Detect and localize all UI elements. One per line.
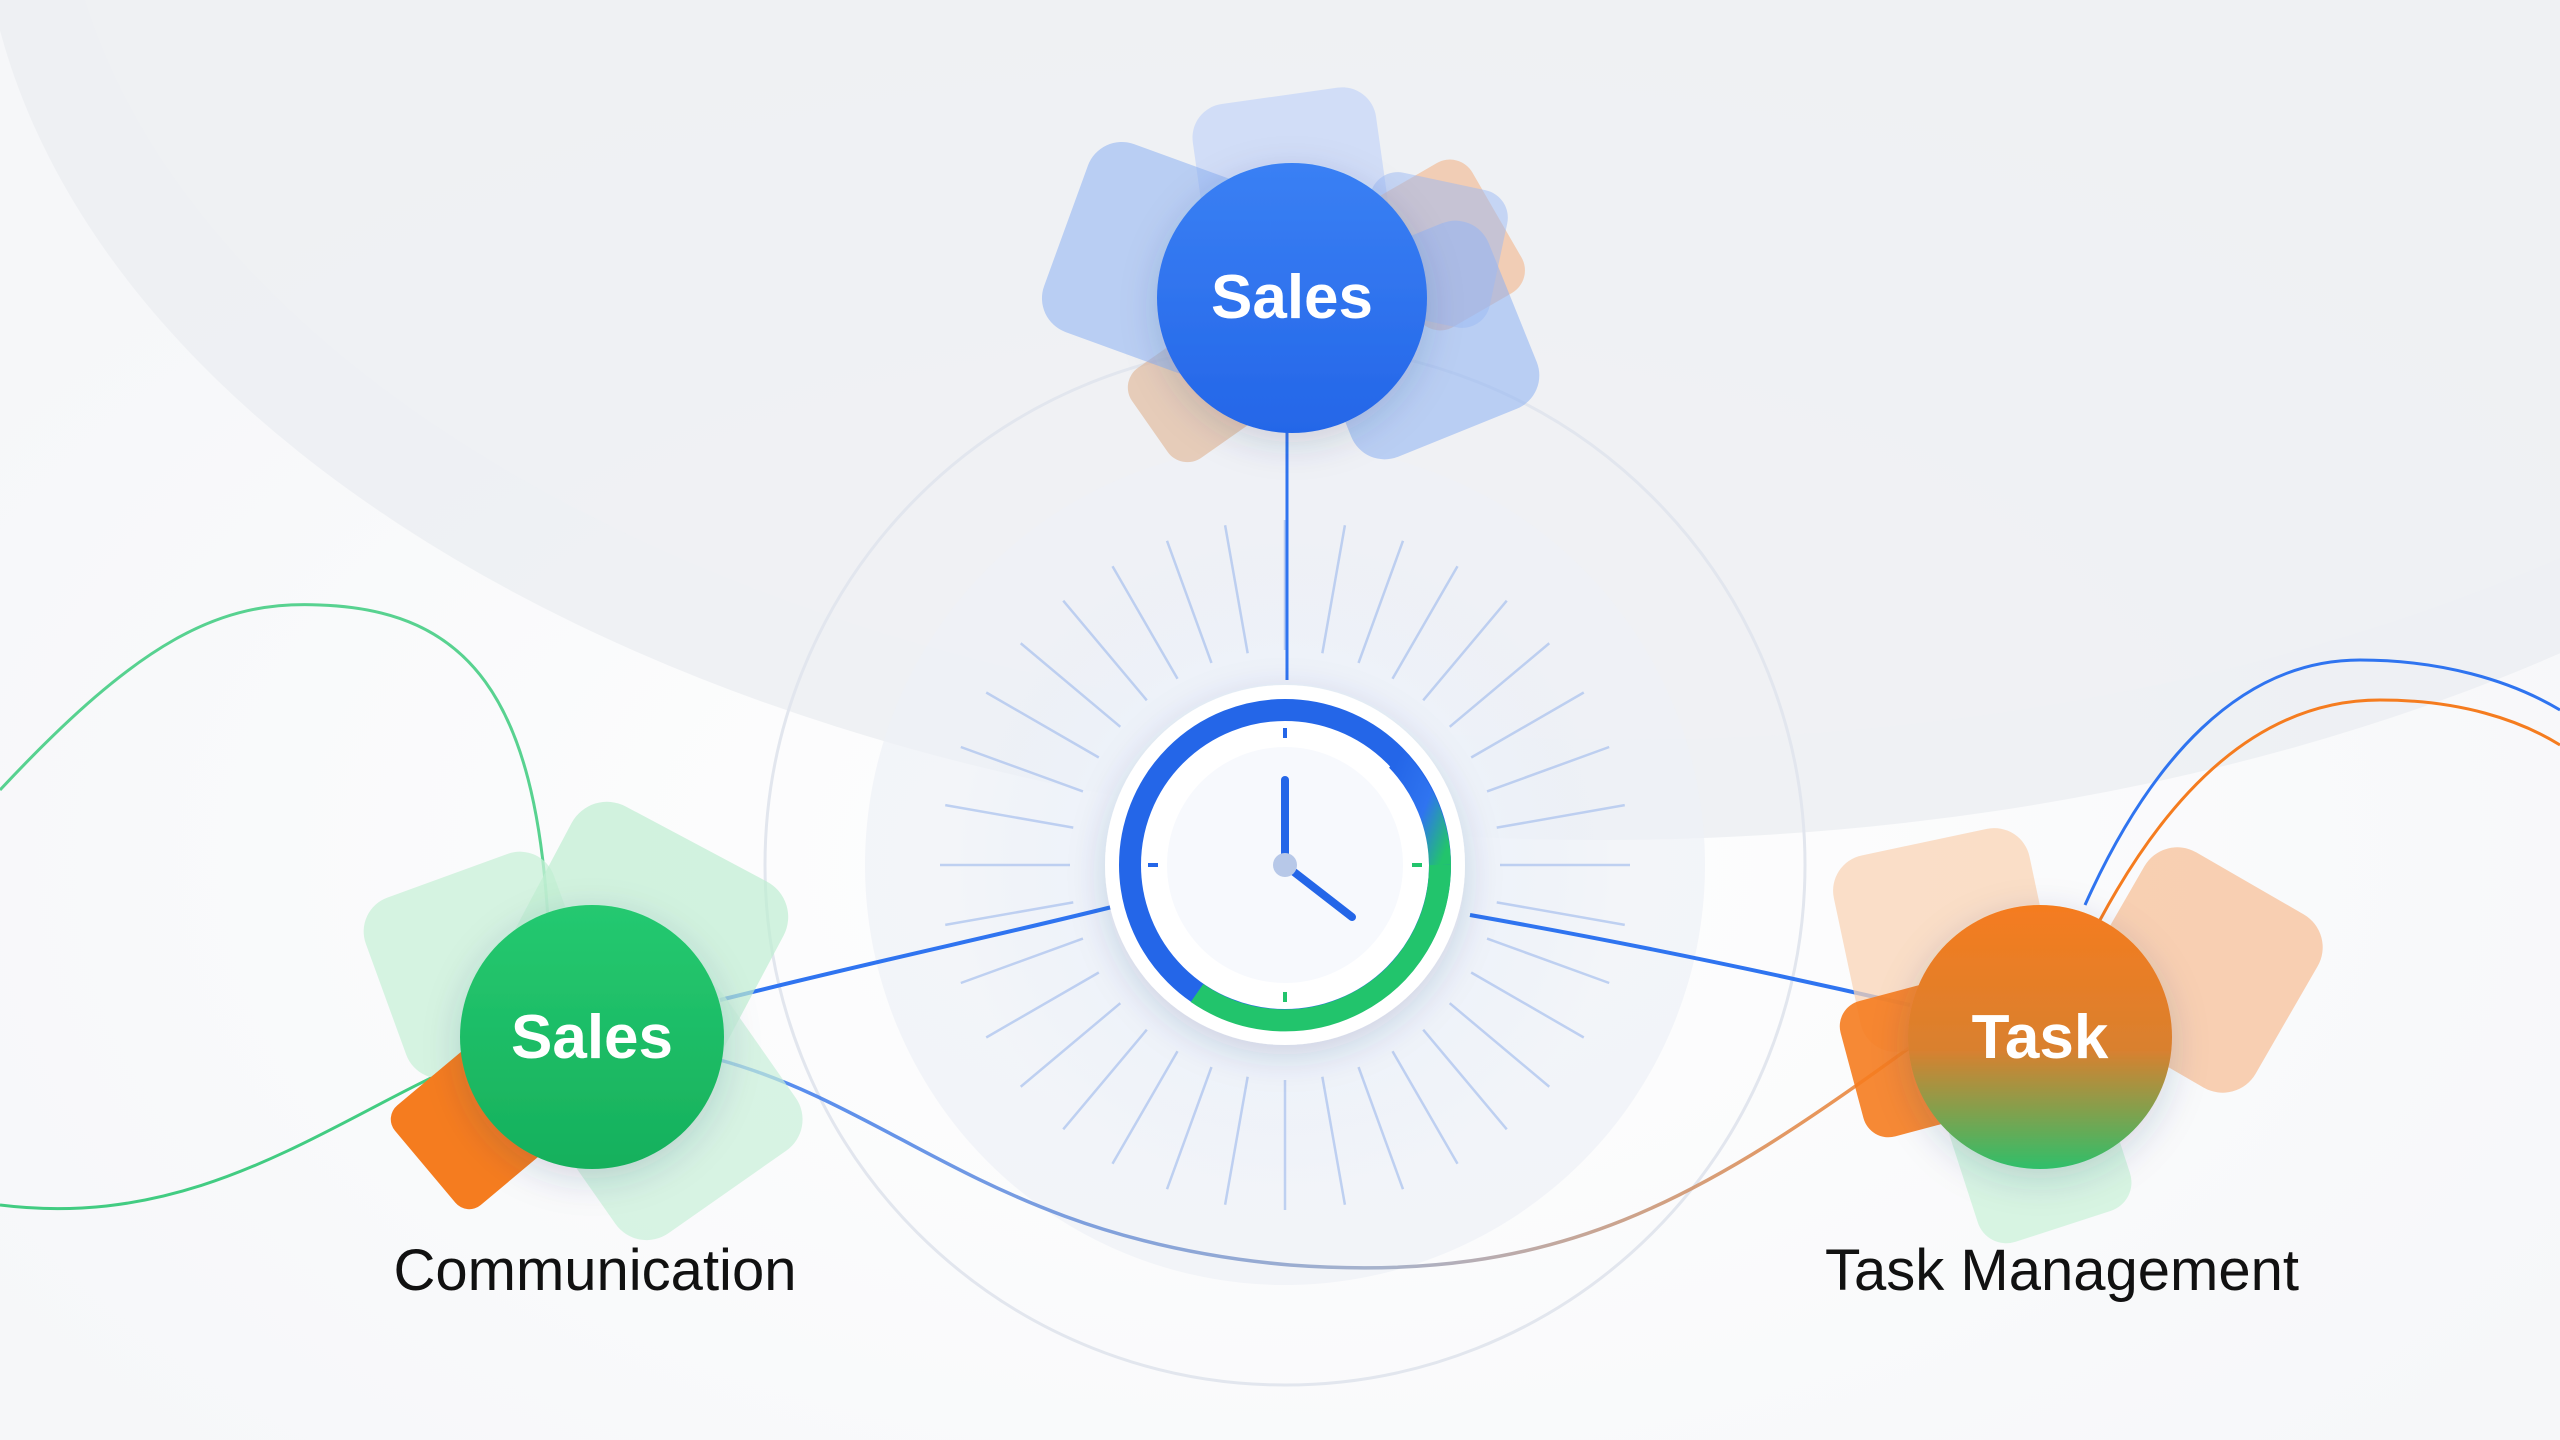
ray-line (1019, 642, 1122, 728)
node-task-right[interactable]: Task (1908, 905, 2172, 1169)
wave-left-lower (0, 1058, 471, 1211)
ray-line (1062, 599, 1148, 702)
ray-line (1223, 1076, 1249, 1205)
ray-line (1391, 565, 1459, 680)
ray-line (1422, 599, 1508, 702)
node-sales-top-label: Sales (1211, 263, 1373, 332)
node-sales-left[interactable]: Sales (460, 905, 724, 1169)
ray-line (1448, 642, 1551, 728)
ray-line (1448, 1002, 1551, 1088)
clock-icon (1148, 728, 1422, 1002)
ray-line (1165, 1066, 1213, 1190)
ray-line (945, 901, 1074, 927)
node-task-right-label: Task (1972, 1003, 2109, 1072)
ray-line (1321, 525, 1347, 654)
ray-line (1496, 803, 1625, 829)
ray-line (960, 745, 1084, 793)
ray-line (1470, 971, 1585, 1039)
wave-right-blue (2083, 658, 2560, 906)
ray-line (945, 803, 1074, 829)
ray-line (1496, 901, 1625, 927)
hub-clock[interactable] (1105, 685, 1465, 1045)
connector-left (719, 903, 1121, 1002)
ray-line (985, 691, 1100, 759)
ray-line (1111, 565, 1179, 680)
wave-right-orange (2098, 698, 2560, 921)
ray-line (960, 937, 1084, 985)
ray-line (1223, 525, 1249, 654)
node-sales-top[interactable]: Sales (1157, 163, 1427, 433)
ray-line (1019, 1002, 1122, 1088)
ray-line (1486, 937, 1610, 985)
caption-communication: Communication (394, 1238, 797, 1303)
ray-line (1165, 540, 1213, 664)
ray-line (1422, 1028, 1508, 1131)
ray-line (1111, 1050, 1179, 1165)
ray-line (1391, 1050, 1459, 1165)
node-sales-left-label: Sales (511, 1003, 673, 1072)
ray-line (1486, 745, 1610, 793)
radial-rays (940, 520, 1630, 1210)
ray-line (1062, 1028, 1148, 1131)
ray-line (1321, 1076, 1347, 1205)
ray-line (1357, 540, 1405, 664)
ray-line (1470, 691, 1585, 759)
wave-left-green (0, 603, 550, 921)
ray-line (1357, 1066, 1405, 1190)
ray-line (985, 971, 1100, 1039)
caption-task-management: Task Management (1825, 1238, 2299, 1303)
wave-bottom (719, 1038, 1922, 1270)
